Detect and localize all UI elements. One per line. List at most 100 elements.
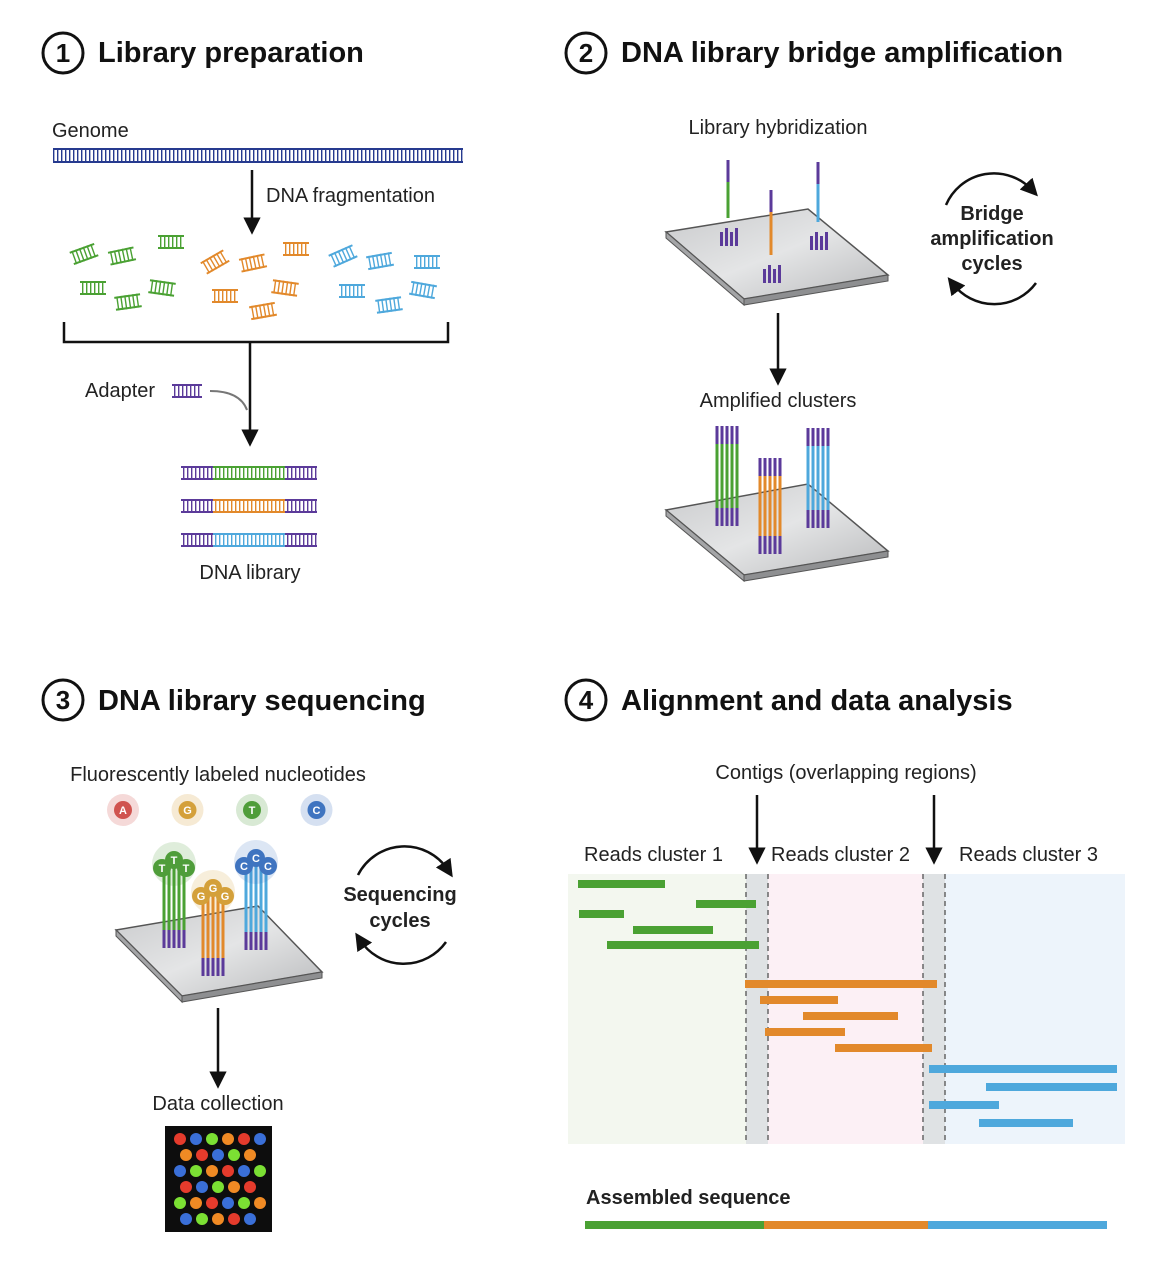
assembled-segment-blue	[928, 1221, 1107, 1229]
panel-title: DNA library bridge amplification	[621, 37, 1063, 69]
adapter-segment	[285, 466, 317, 480]
label-letter: G	[221, 891, 230, 903]
read-bar	[578, 880, 665, 888]
adapter-segment	[285, 533, 317, 547]
label-letter: C	[264, 861, 272, 873]
alignment-region-backgrounds	[568, 874, 1125, 1144]
hybridized-strand	[720, 160, 738, 246]
label-letter: G	[197, 891, 206, 903]
step-number-badge: 1	[41, 31, 85, 75]
assembled-sequence-bar	[585, 1221, 1107, 1229]
signal-dot	[180, 1181, 192, 1193]
hybridized-strands	[720, 160, 828, 283]
dna-fragment	[114, 293, 142, 311]
panel-title: Alignment and data analysis	[621, 685, 1013, 717]
read-bar	[986, 1083, 1117, 1091]
data-collection-label: Data collection	[152, 1093, 283, 1115]
sequence-reads	[578, 880, 1117, 1127]
assembled-label: Assembled sequence	[586, 1187, 791, 1209]
hybridization-label: Library hybridization	[689, 117, 868, 139]
contigs-label: Contigs (overlapping regions)	[715, 762, 976, 784]
adapter-segment	[181, 466, 213, 480]
nucleotide-letter: A	[119, 805, 127, 817]
signal-dot	[212, 1181, 224, 1193]
signal-dot	[254, 1165, 266, 1177]
signal-dot	[174, 1133, 186, 1145]
panel-alignment-analysis: 4 Alignment and data analysis Contigs (o…	[564, 678, 1125, 1229]
nucleotide-t: T	[236, 794, 268, 826]
genome-label: Genome	[52, 120, 129, 142]
sequencing-cluster: GGG	[191, 870, 235, 976]
adapter-segment	[181, 499, 213, 513]
signal-dot	[206, 1165, 218, 1177]
signal-dot	[254, 1197, 266, 1209]
bridge-cycles-line-2: amplification	[930, 228, 1053, 250]
dna-fragment	[148, 279, 176, 297]
dna-fragment	[69, 242, 99, 266]
nucleotide-letter: C	[313, 805, 321, 817]
label-letter: T	[183, 863, 190, 875]
nucleotide-letter: T	[249, 805, 256, 817]
signal-dot	[228, 1213, 240, 1225]
label-letter: C	[252, 853, 260, 865]
dna-fragment	[200, 249, 230, 275]
signal-dot	[228, 1181, 240, 1193]
cluster-label-1: Reads cluster 1	[584, 844, 723, 866]
dna-fragment	[375, 296, 403, 314]
read-bar	[696, 900, 756, 908]
signal-dot	[190, 1165, 202, 1177]
signal-dot	[180, 1213, 192, 1225]
signal-dot	[238, 1133, 250, 1145]
cluster-label-3: Reads cluster 3	[959, 844, 1098, 866]
overlap-region-1	[746, 874, 768, 1144]
cluster-1-region	[568, 874, 746, 1144]
dna-fragments	[69, 235, 440, 321]
dna-fragment	[408, 280, 438, 300]
label-letter: T	[159, 863, 166, 875]
nucleotide-c: C	[300, 794, 333, 826]
adapter-join-curve	[209, 390, 248, 411]
amplified-clusters	[715, 426, 830, 554]
adapter-segment	[285, 499, 317, 513]
pooling-bracket	[62, 322, 450, 344]
step-number-badge: 2	[564, 31, 608, 75]
panel-library-preparation: 1 Library preparation Genome DNA fragmen…	[41, 31, 463, 584]
read-bar	[579, 910, 624, 918]
dna-fragment	[414, 255, 440, 269]
signal-dot	[244, 1213, 256, 1225]
genome-strand	[53, 148, 463, 163]
signal-dot	[206, 1133, 218, 1145]
sequencing-cycles-line-2: cycles	[369, 910, 430, 932]
library-label: DNA library	[199, 562, 300, 584]
signal-dot	[212, 1149, 224, 1161]
signal-dot	[196, 1181, 208, 1193]
read-bar	[929, 1065, 1117, 1073]
read-bar	[633, 926, 713, 934]
signal-dot	[180, 1149, 192, 1161]
signal-dot	[212, 1213, 224, 1225]
step-number: 3	[56, 685, 70, 715]
cluster	[806, 428, 830, 528]
bridge-cycles-line-1: Bridge	[960, 203, 1023, 225]
panel-title: Library preparation	[98, 37, 364, 69]
signal-dot	[190, 1197, 202, 1209]
read-bar	[979, 1119, 1073, 1127]
signal-dot	[238, 1197, 250, 1209]
dna-fragment	[365, 251, 395, 271]
label-letter: G	[209, 883, 218, 895]
dna-fragment	[328, 244, 358, 268]
signal-dot	[174, 1165, 186, 1177]
flow-cell-slide	[664, 208, 890, 307]
signal-dot	[206, 1197, 218, 1209]
sequencing-cluster: TTT	[152, 842, 196, 948]
hybridized-strand	[763, 190, 781, 283]
signal-dot	[244, 1181, 256, 1193]
signal-dot	[238, 1165, 250, 1177]
step-number: 4	[579, 685, 594, 715]
step-number-badge: 3	[41, 678, 85, 722]
insert-segment	[213, 499, 285, 513]
signal-dot	[228, 1149, 240, 1161]
signal-dot	[174, 1197, 186, 1209]
